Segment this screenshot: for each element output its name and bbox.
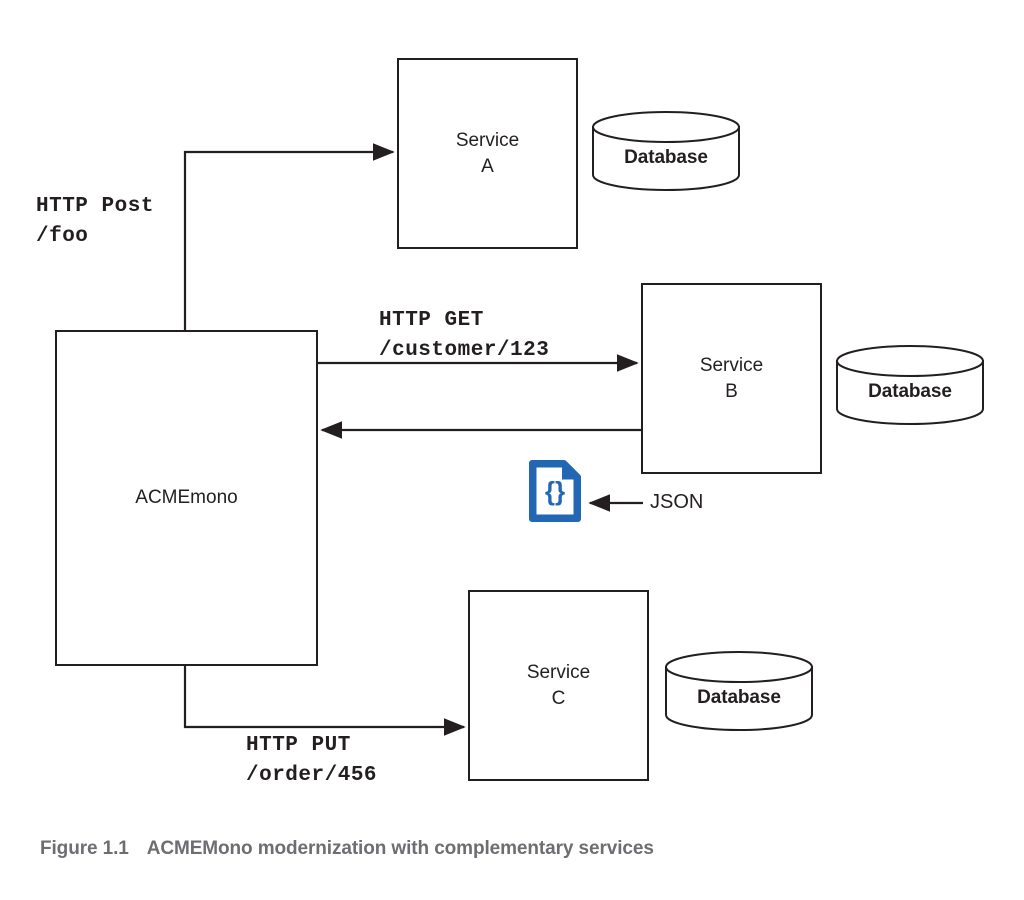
json-file-icon[interactable]: {} — [527, 459, 583, 523]
node-database-b-label: Database — [868, 380, 952, 402]
node-service-c-label: Service C — [526, 662, 591, 709]
node-acmemono-label: ACMEmono — [135, 487, 238, 509]
database-cylinder-icon — [836, 345, 984, 425]
database-cylinder-icon — [665, 651, 813, 731]
node-database-a[interactable]: Database — [590, 110, 742, 192]
node-acmemono[interactable]: ACMEmono — [55, 330, 318, 666]
edge-post-foo-line — [183, 143, 395, 330]
edge-label-http-post-foo: HTTP Post /foo — [36, 195, 154, 248]
figure-caption: Figure 1.1 ACMEMono modernization with co… — [40, 838, 654, 860]
node-service-a-label: Service A — [455, 130, 520, 177]
edge-label-http-put-order: HTTP PUT /order/456 — [246, 734, 378, 787]
node-service-b[interactable]: Service B — [641, 283, 822, 474]
node-service-a[interactable]: Service A — [397, 58, 578, 249]
node-database-b[interactable]: Database — [834, 344, 986, 426]
node-database-a-label: Database — [624, 146, 708, 168]
edge-put-order-line — [183, 666, 466, 736]
json-braces-glyph: {} — [545, 476, 565, 506]
database-cylinder-icon — [592, 111, 740, 191]
edge-label-http-get-customer: HTTP GET /customer/123 — [379, 309, 550, 362]
node-database-c[interactable]: Database — [663, 650, 815, 732]
edge-label-json: JSON — [650, 491, 704, 513]
node-database-c-label: Database — [697, 686, 781, 708]
figure-caption-number: Figure 1.1 — [40, 838, 129, 859]
json-file-icon-glyph: {} — [529, 460, 581, 522]
node-service-b-label: Service B — [699, 355, 764, 402]
node-service-c[interactable]: Service C — [468, 590, 649, 781]
figure-caption-text: ACMEMono modernization with complementar… — [146, 838, 654, 859]
